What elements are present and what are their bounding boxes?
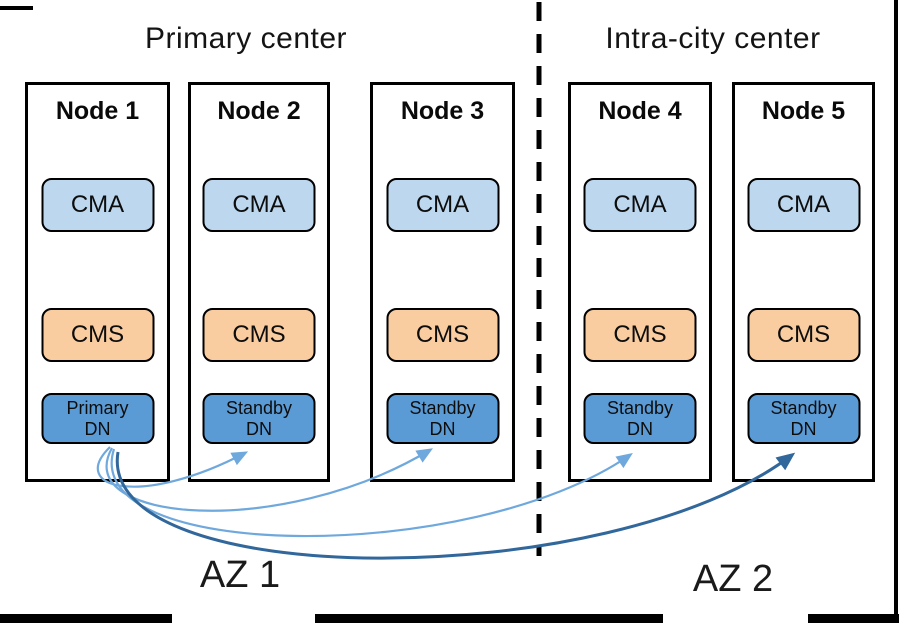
az1-label: AZ 1 [199, 554, 281, 596]
dn-label-line2: DN [627, 418, 653, 439]
node-1-cma-box: CMA [41, 178, 154, 232]
node-3-standby-dn-box: Standby DN [386, 393, 499, 444]
node-2-title: Node 2 [217, 97, 301, 125]
az2-label: AZ 2 [692, 558, 774, 600]
node-5-title: Node 5 [761, 97, 846, 125]
node-1-primary-dn-box: Primary DN [41, 393, 154, 444]
node-1-box: Node 1 CMA CMS Primary DN [25, 82, 170, 482]
primary-center-title: Primary center [144, 22, 348, 55]
node-4-cma-box: CMA [583, 178, 697, 232]
intracity-center-title: Intra-city center [605, 22, 821, 55]
dn-label-line1: Standby [770, 397, 837, 418]
node-4-box: Node 4 CMA CMS Standby DN [568, 82, 712, 482]
dn-label-line1: Standby [225, 397, 293, 418]
node-2-cms-box: CMS [202, 308, 316, 362]
dn-label-line1: Standby [606, 397, 674, 418]
node-5-standby-dn-box: Standby DN [747, 393, 860, 444]
top-left-frame-mark [0, 6, 33, 10]
node-3-cms-box: CMS [386, 308, 499, 362]
bottom-frame-segment [808, 614, 899, 623]
node-4-title: Node 4 [598, 97, 682, 125]
node-3-box: Node 3 CMA CMS Standby DN [370, 82, 515, 482]
node-2-cma-box: CMA [202, 178, 316, 232]
node-5-cms-box: CMS [747, 308, 860, 362]
dn-label-line2: DN [429, 418, 456, 439]
node-2-box: Node 2 CMA CMS Standby DN [188, 82, 330, 482]
node-3-title: Node 3 [400, 97, 485, 125]
dn-label-line2: DN [790, 418, 817, 439]
node-2-standby-dn-box: Standby DN [202, 393, 316, 444]
node-5-box: Node 5 CMA CMS Standby DN [732, 82, 875, 482]
bottom-frame-segment [315, 614, 663, 623]
right-frame-line [894, 0, 898, 623]
node-4-cms-box: CMS [583, 308, 697, 362]
node-4-standby-dn-box: Standby DN [583, 393, 697, 444]
node-5-cma-box: CMA [747, 178, 860, 232]
node-1-cms-box: CMS [41, 308, 154, 362]
dn-label-line2: DN [246, 418, 272, 439]
dn-label-line2: DN [84, 418, 111, 439]
node-1-title: Node 1 [55, 97, 140, 125]
dn-label-line1: Primary [66, 397, 129, 418]
bottom-frame-segment [0, 614, 172, 623]
dn-label-line1: Standby [409, 397, 476, 418]
node-3-cma-box: CMA [386, 178, 499, 232]
